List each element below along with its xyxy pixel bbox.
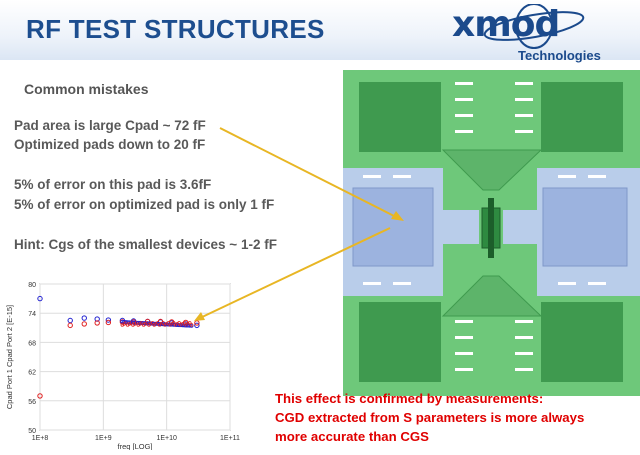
left-signal-pad [352, 187, 434, 267]
via [455, 320, 465, 323]
slide-title: RF TEST STRUCTURES [26, 14, 325, 44]
via [588, 175, 606, 178]
dense-point [189, 323, 194, 327]
dense-point [129, 321, 134, 325]
plot-svg: 50 56 62 68 74 80 1E+8 1E+9 1E+10 1E+11 freq [LOG]… [5, 282, 240, 451]
bottom-ground-taper [441, 275, 543, 317]
logo-text: xmod [452, 4, 560, 45]
header-bar [0, 0, 640, 60]
text-line-2: Optimized pads down to 20 fF [14, 137, 206, 152]
x-tick-label: 1E+11 [220, 435, 240, 442]
via [463, 320, 473, 323]
via [463, 368, 473, 371]
dense-point [182, 321, 187, 325]
y-axis-label: Cpad Port 1 Cpad Port 2 [E-15] [5, 305, 14, 409]
via [515, 114, 525, 117]
plot-frame [39, 283, 231, 431]
x-tick-label: 1E+9 [95, 435, 112, 442]
data-point [81, 315, 87, 321]
via [463, 82, 473, 85]
y-tick-label: 62 [28, 370, 36, 377]
data-point [105, 319, 112, 326]
via [363, 282, 381, 285]
data-point [105, 317, 112, 323]
via [463, 98, 473, 101]
data-point [37, 295, 43, 302]
ground-pad-bottom-left [359, 302, 441, 382]
data-point [81, 321, 87, 327]
data-point [194, 322, 200, 329]
company-logo: xmod Technologies [452, 3, 617, 64]
left-feed [443, 210, 479, 244]
via [558, 282, 576, 285]
conclusion-line-2: CGD extracted from S parameters is more … [275, 410, 585, 425]
ground-pad-top-right [541, 82, 623, 152]
via [558, 175, 576, 178]
via [455, 352, 465, 355]
y-tick-label: 50 [28, 428, 36, 435]
y-tick-label: 68 [28, 340, 36, 347]
y-tick-label: 80 [28, 282, 36, 289]
data-point [37, 393, 43, 399]
x-tick-label: 1E+8 [32, 435, 49, 442]
capacitance-plot: 50 56 62 68 74 80 1E+8 1E+9 1E+10 1E+11 freq [LOG]… [0, 278, 240, 451]
via [515, 336, 525, 339]
via [515, 368, 525, 371]
text-line-1: Pad area is large Cpad ~ 72 fF [14, 118, 206, 133]
via [455, 368, 465, 371]
gate-finger [488, 198, 494, 258]
dense-point [140, 321, 144, 325]
via [523, 114, 533, 117]
dense-point [187, 321, 192, 325]
y-tick-label: 74 [28, 311, 36, 318]
dense-point [189, 323, 194, 328]
via [363, 175, 381, 178]
dense-point [134, 321, 139, 325]
section-subtitle: Common mistakes [24, 81, 149, 97]
via [515, 98, 525, 101]
via [523, 320, 533, 323]
via [463, 336, 473, 339]
via [523, 336, 533, 339]
via [588, 282, 606, 285]
top-ground-taper [441, 149, 543, 191]
data-point [94, 316, 100, 322]
logo-mark [483, 3, 585, 49]
right-feed [503, 210, 539, 244]
via [515, 130, 525, 133]
via [455, 82, 465, 85]
y-tick-label: 56 [28, 399, 36, 406]
x-tick-label: 1E+10 [156, 435, 177, 442]
test-structure-layout [343, 70, 640, 396]
via [515, 352, 525, 355]
text-line-4: 5% of error on optimized pad is only 1 f… [14, 197, 275, 212]
text-line-3: 5% of error on this pad is 3.6fF [14, 177, 212, 192]
via [463, 114, 473, 117]
logo-subtext: Technologies [518, 48, 601, 63]
via [455, 130, 465, 133]
via [523, 352, 533, 355]
via [393, 175, 411, 178]
ground-pad-bottom-right [541, 302, 623, 382]
via [523, 98, 533, 101]
via [523, 82, 533, 85]
conclusion-line-3: more accurate than CGS [275, 429, 429, 444]
via [515, 320, 525, 323]
via [463, 352, 473, 355]
conclusion-line-1: This effect is confirmed by measurements… [275, 391, 544, 406]
via [523, 368, 533, 371]
via [455, 114, 465, 117]
ground-pad-top-left [359, 82, 441, 152]
via [515, 82, 525, 85]
via [463, 130, 473, 133]
x-axis-label: freq [LOG] [117, 442, 152, 450]
data-point [67, 322, 73, 329]
text-line-5: Hint: Cgs of the smallest devices ~ 1-2 … [14, 237, 277, 252]
data-point [94, 320, 100, 326]
via [393, 282, 411, 285]
via [455, 336, 465, 339]
via [455, 98, 465, 101]
via [523, 130, 533, 133]
right-signal-pad [542, 187, 628, 267]
